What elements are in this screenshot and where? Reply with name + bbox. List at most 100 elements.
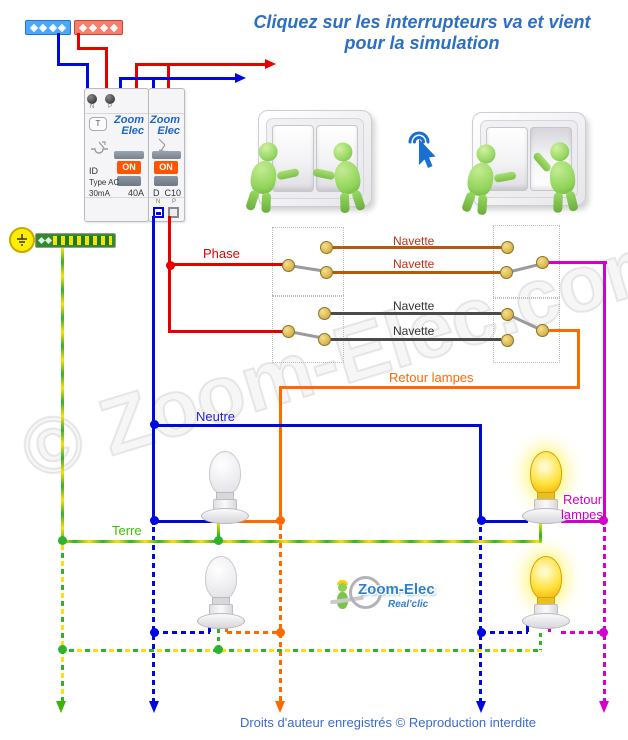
mascot-leg	[477, 194, 488, 216]
retour-orange-wire	[577, 329, 580, 389]
busbar-diamond-icon	[78, 23, 88, 32]
brand-label: Zoom Elec	[114, 115, 144, 137]
brand-line1: Zoom	[114, 114, 144, 126]
zoom-elec-logo: Zoom-Elec Real'clic	[329, 576, 444, 618]
junction-dot	[150, 628, 159, 637]
switch-terminal	[320, 241, 333, 254]
logo-mascot-hat	[337, 580, 348, 585]
logo-name: Zoom-Elec	[358, 581, 435, 598]
differential-breaker: N P T Zoom Elec ON ID Type AC 30mA 40A	[84, 88, 149, 222]
click-cursor-icon	[408, 131, 436, 168]
retour-magenta-wire	[549, 261, 607, 264]
copyright-notice: Droits d'auteur enregistrés © Reproducti…	[239, 715, 537, 730]
neutral-wire-segment	[152, 216, 155, 525]
mascot-head	[474, 142, 498, 166]
brand-line2: Elec	[157, 125, 180, 137]
neutral-wire-dotted	[481, 631, 528, 634]
neutral-wire-segment	[57, 33, 60, 65]
retour-magenta-wire	[561, 520, 606, 523]
retour-orange-wire	[279, 386, 580, 389]
junction-dot	[477, 628, 486, 637]
differential-on-button[interactable]: ON	[117, 161, 141, 174]
neutral-wire-segment	[479, 520, 528, 523]
earth-wire-segment	[217, 522, 220, 542]
phase-wire-segment	[168, 330, 285, 333]
earth-arrow-icon	[56, 701, 66, 713]
navette-wire	[331, 338, 501, 341]
earth-ground-icon	[9, 227, 35, 253]
neutral-wire-segment	[86, 63, 89, 90]
neutral-arrow-icon	[149, 701, 159, 713]
module-divider	[85, 113, 148, 114]
phase-wire-segment	[168, 263, 285, 266]
neutral-wire-segment	[479, 424, 482, 523]
switch-common-terminal	[282, 325, 295, 338]
bulb-glass	[209, 451, 241, 495]
mascot-leg	[351, 189, 366, 212]
junction-dot	[214, 536, 223, 545]
earth-label: Terre	[112, 523, 142, 538]
toggle-cap	[114, 151, 144, 159]
earth-wire-segment	[61, 248, 64, 543]
rating-label: 40A	[127, 188, 144, 198]
logo-mascot-head	[338, 583, 347, 592]
toggle-lower	[117, 176, 141, 186]
circuit-breaker-on-button[interactable]: ON	[154, 161, 178, 174]
busbar-diamond-icon	[39, 23, 48, 32]
neutral-arrow-icon	[235, 73, 246, 83]
retour-magenta-wire-dotted	[561, 631, 606, 634]
module-divider	[149, 113, 184, 114]
retour-lampes-right-label: lampes	[561, 507, 603, 522]
switch-terminal	[501, 308, 514, 321]
mascot-head	[549, 141, 571, 163]
neutral-wire-dotted	[154, 631, 210, 634]
test-coil-icon	[91, 141, 108, 154]
test-button[interactable]: T	[89, 117, 107, 131]
retour-orange-wire-dotted	[279, 525, 282, 701]
magenta-arrow-icon	[599, 701, 609, 713]
busbar-diamond-icon	[109, 23, 119, 32]
type-label: Type AC	[89, 178, 120, 187]
terminal-label-n: N	[156, 199, 161, 205]
retour-lampes-right-label: Retour	[563, 492, 603, 507]
neutral-wire-segment	[119, 77, 237, 80]
neutral-wire-segment	[152, 424, 482, 427]
module-divider	[85, 197, 148, 198]
earth-wire-segment	[61, 540, 542, 543]
strip-bars	[53, 236, 112, 245]
navette-label: Navette	[393, 234, 435, 248]
lamp-on	[517, 556, 573, 629]
bulb-glass	[205, 556, 237, 600]
phase-wire-segment	[135, 63, 267, 66]
navette-wire	[333, 246, 503, 249]
switch-terminal	[500, 266, 513, 279]
navette-label: Navette	[393, 299, 435, 313]
switch-common-terminal	[536, 256, 549, 269]
retour-lampes-label: Retour lampes	[389, 370, 474, 385]
retour-magenta-wire	[603, 261, 606, 523]
lamp-off	[196, 451, 252, 524]
bulb-flange	[522, 508, 570, 524]
switch-terminal	[320, 266, 333, 279]
busbar-diamond-icon	[89, 23, 98, 32]
earth-wire-dotted	[217, 629, 220, 651]
switch-terminal	[501, 241, 514, 254]
earth-wire-dotted	[539, 633, 542, 650]
bulb-flange	[201, 508, 249, 524]
toggle-cap	[152, 151, 181, 159]
earth-wire-segment	[539, 522, 542, 542]
neutral-wire-segment	[526, 621, 529, 632]
mascot-leg	[261, 192, 272, 213]
switch-mechanism-box	[272, 227, 344, 297]
lamp-off	[192, 556, 248, 629]
phase-wire-segment	[105, 47, 108, 90]
switch-common-terminal	[282, 259, 295, 272]
switch-terminal	[501, 334, 514, 347]
navette-wire	[331, 312, 501, 315]
junction-dot	[58, 536, 67, 545]
brand-line2: Elec	[121, 125, 144, 137]
lamp-on	[517, 451, 573, 524]
retour-magenta-wire-dotted	[603, 527, 606, 701]
neutral-wire-segment	[57, 63, 89, 66]
